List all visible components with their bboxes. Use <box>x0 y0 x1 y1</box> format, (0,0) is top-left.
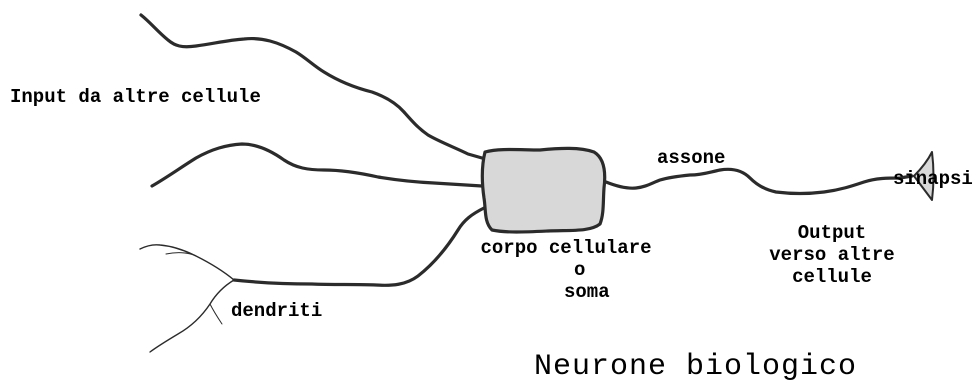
output-label: Output verso altre cellule <box>752 222 912 288</box>
soma-label: corpo cellulare o soma <box>466 237 666 303</box>
dendrite-branch-fine-2 <box>210 304 222 324</box>
soma <box>482 148 604 232</box>
synapse-label: sinapsi <box>893 170 973 189</box>
input-label: Input da altre cellule <box>10 88 261 107</box>
soma-label-line-2: o <box>466 259 666 281</box>
output-label-line-3: cellule <box>752 266 912 288</box>
output-label-line-2: verso altre <box>752 244 912 266</box>
output-label-line-1: Output <box>752 222 912 244</box>
dendrite-middle <box>152 144 482 186</box>
dendrite-branch-lower <box>150 280 234 352</box>
axon <box>606 169 912 193</box>
dendrite-branch-upper <box>140 245 234 280</box>
dendrites-label: dendriti <box>231 302 322 321</box>
soma-label-line-3: soma <box>466 281 666 303</box>
soma-label-line-1: corpo cellulare <box>466 237 666 259</box>
axon-label: assone <box>657 149 725 168</box>
dendrite-bottom <box>234 208 484 285</box>
diagram-title: Neurone biologico <box>534 352 857 382</box>
